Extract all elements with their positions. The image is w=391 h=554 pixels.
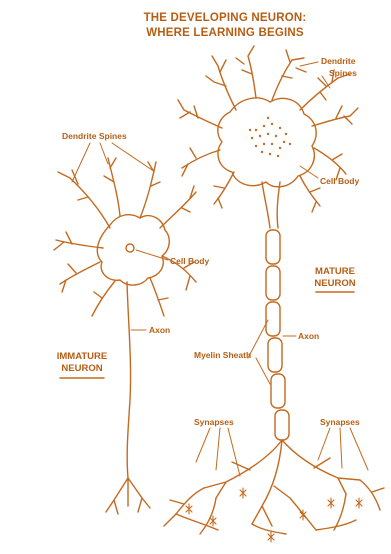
mature-heading-line-2: NEURON: [314, 278, 355, 289]
immature-axon: [127, 282, 131, 478]
myelin-sheath-segments: [266, 230, 289, 440]
immature-nucleus: [126, 244, 134, 252]
immature-dendrites: [54, 158, 196, 316]
immature-axon-terminal: [106, 478, 150, 514]
immature-heading-line-2: NEURON: [61, 363, 102, 374]
title-line-1: THE DEVELOPING NEURON:: [144, 12, 307, 24]
synapses-right-leaders: [318, 428, 368, 470]
mature-nucleus-dots: [249, 117, 291, 157]
mature-cell-body-leader: [300, 166, 318, 178]
mature-heading-line-1: MATURE: [315, 266, 355, 277]
title-line-2: WHERE LEARNING BEGINS: [146, 27, 304, 39]
label-synapses-right: Synapses: [320, 417, 360, 427]
mature-neuron: [164, 46, 384, 542]
label-mature-cell-body: Cell Body: [320, 176, 359, 186]
immature-heading-line-1: IMMATURE: [57, 351, 107, 362]
label-immature-dendrite-spines: Dendrite Spines: [62, 131, 127, 141]
label-immature-cell-body: Cell Body: [170, 256, 209, 266]
label-immature-axon: Axon: [149, 325, 170, 335]
label-myelin-sheath: Myelin Sheath: [194, 350, 251, 360]
label-synapses-left: Synapses: [194, 417, 234, 427]
label-mature-dendrite: Dendrite: [321, 56, 356, 66]
mature-axon-terminals: [164, 440, 384, 534]
synapse-markers: [186, 488, 362, 542]
label-mature-spines: Spines: [329, 68, 357, 78]
label-mature-axon: Axon: [298, 331, 319, 341]
synapses-left-leaders: [196, 428, 240, 476]
immature-neuron: [54, 143, 196, 514]
mature-axon-hillock: [262, 182, 280, 228]
